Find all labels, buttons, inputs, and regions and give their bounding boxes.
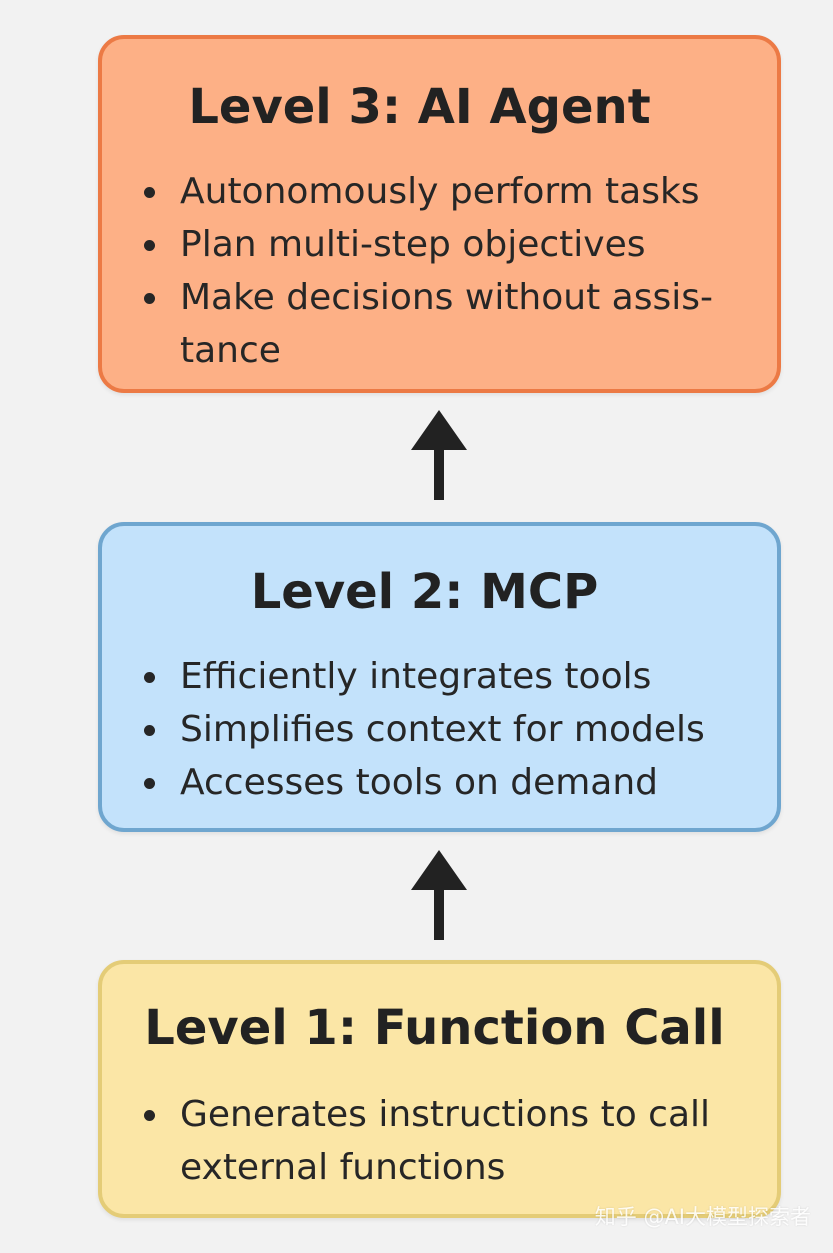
bullet-dot-icon: [144, 672, 155, 683]
level-2-bullet-1: Efficiently integrates tools: [138, 650, 757, 703]
level-3-bullet-3-text: Make decisions without assis- tance: [180, 277, 713, 371]
level-2-bullet-2-text: Simplifies context for models: [180, 709, 705, 750]
level-3-bullet-3: Make decisions without assis- tance: [138, 271, 757, 377]
bullet-dot-icon: [144, 1110, 155, 1121]
up-arrow-icon: [411, 850, 467, 940]
level-2-box: Level 2: MCP Efficiently integrates tool…: [98, 522, 781, 832]
level-1-bullet-1: Generates instructions to call external …: [138, 1088, 757, 1194]
level-2-bullets: Efficiently integrates tools Simplifies …: [138, 650, 757, 809]
level-1-bullet-1-text: Generates instructions to call external …: [180, 1094, 711, 1188]
bullet-dot-icon: [144, 240, 155, 251]
bullet-dot-icon: [144, 778, 155, 789]
watermark: 知乎 @AI大模型探索者: [594, 1205, 811, 1229]
level-2-bullet-3: Accesses tools on demand: [138, 756, 757, 809]
level-3-title: Level 3: AI Agent: [188, 79, 651, 135]
level-1-box: Level 1: Function Call Generates instruc…: [98, 960, 781, 1218]
arrow-head: [411, 850, 467, 890]
level-3-bullet-1-text: Autonomously perform tasks: [180, 171, 700, 212]
level-3-bullet-2: Plan multi-step objectives: [138, 218, 757, 271]
level-1-bullets: Generates instructions to call external …: [138, 1088, 757, 1194]
level-2-bullet-3-text: Accesses tools on demand: [180, 762, 659, 803]
bullet-dot-icon: [144, 293, 155, 304]
arrow-shaft: [434, 886, 444, 940]
level-3-bullet-1: Autonomously perform tasks: [138, 165, 757, 218]
level-3-bullet-2-text: Plan multi-step objectives: [180, 224, 646, 265]
arrow-shaft: [434, 446, 444, 500]
arrow-head: [411, 410, 467, 450]
level-2-title: Level 2: MCP: [250, 564, 599, 620]
level-2-bullet-2: Simplifies context for models: [138, 703, 757, 756]
level-1-title: Level 1: Function Call: [144, 1000, 725, 1056]
bullet-dot-icon: [144, 187, 155, 198]
bullet-dot-icon: [144, 725, 155, 736]
level-3-box: Level 3: AI Agent Autonomously perform t…: [98, 35, 781, 393]
level-3-bullets: Autonomously perform tasks Plan multi-st…: [138, 165, 757, 377]
up-arrow-icon: [411, 410, 467, 500]
level-2-bullet-1-text: Efficiently integrates tools: [180, 656, 652, 697]
